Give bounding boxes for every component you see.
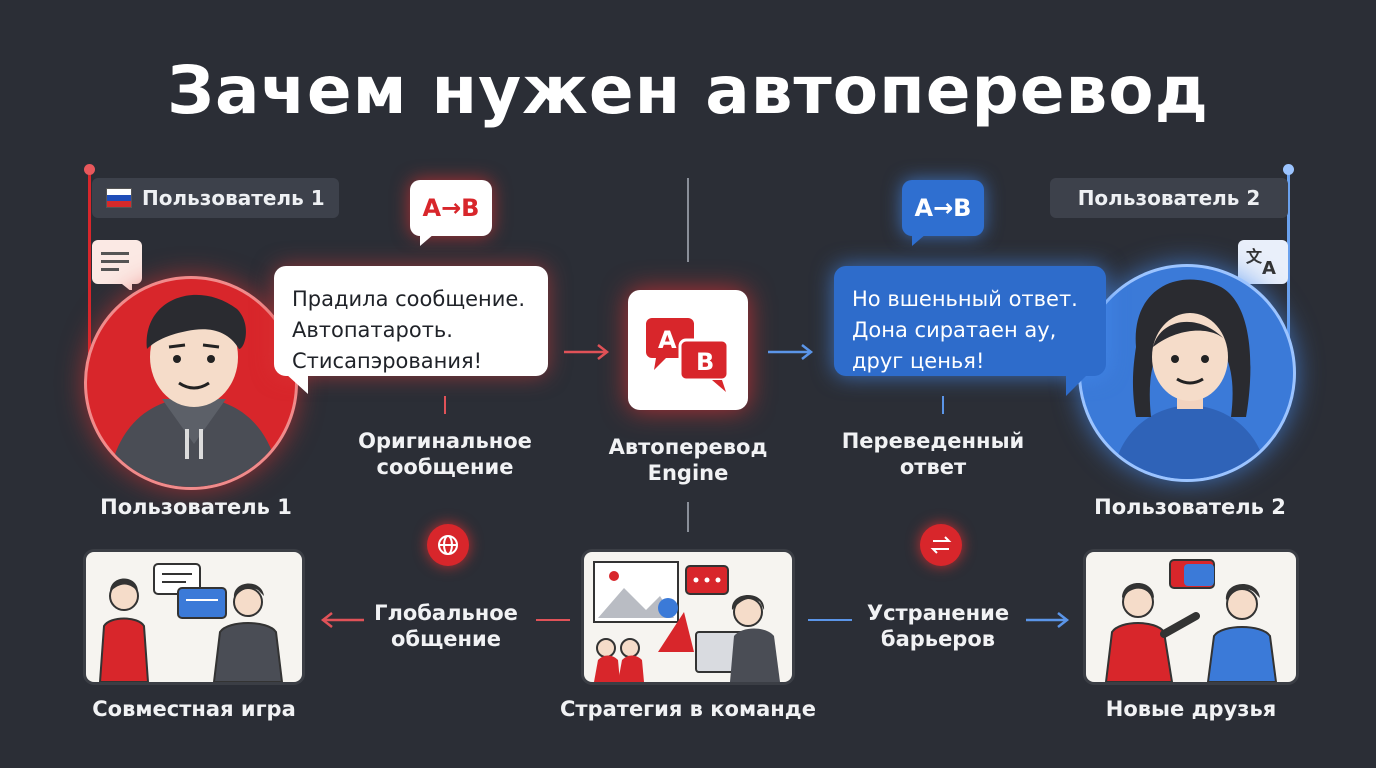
original-line-1: Прадила сообщение. xyxy=(292,287,525,311)
engine-caption-line-2: Engine xyxy=(647,461,729,485)
engine-caption-line-1: Автоперевод xyxy=(608,435,768,459)
original-caption-line-2: сообщение xyxy=(376,455,514,479)
swap-arrows-icon xyxy=(920,524,962,566)
translate-badge-left: A→B xyxy=(410,180,492,236)
right-pole-knob xyxy=(1283,164,1294,175)
arrow-from-engine xyxy=(768,344,814,360)
original-message-bubble: Прадила сообщение. Автопатароть. Стисапэ… xyxy=(274,266,548,376)
engine-translate-icon: A B xyxy=(646,318,730,392)
original-caption-line-1: Оригинальное xyxy=(358,429,532,453)
engine-icon-a: A xyxy=(658,326,677,354)
original-line-2: Автопатароть. xyxy=(292,318,453,342)
user1-caption: Пользователь 1 xyxy=(100,495,292,519)
arrow-barriers-tail xyxy=(808,619,852,621)
original-bubble-tail xyxy=(286,374,308,394)
page-title: Зачем нужен автоперевод xyxy=(167,52,1209,129)
arrow-global-left xyxy=(320,612,364,628)
remove-barriers-line-2: барьеров xyxy=(880,627,996,651)
translated-line-3: друг ценья! xyxy=(852,349,985,373)
svg-text:文: 文 xyxy=(1246,247,1263,266)
translated-tick xyxy=(942,396,944,414)
global-communication-line-1: Глобальное xyxy=(374,601,518,625)
right-pole xyxy=(1287,170,1290,370)
engine-caption: Автоперевод Engine xyxy=(590,434,786,486)
original-tick xyxy=(444,396,446,414)
translate-badge-right: A→B xyxy=(902,180,984,236)
russia-flag-icon xyxy=(106,187,132,208)
divider-top xyxy=(687,178,689,262)
new-friends-panel xyxy=(1086,552,1296,682)
translate-badge-right-tail xyxy=(912,234,926,246)
coop-game-caption: Совместная игра xyxy=(92,697,296,721)
engine-box: A B xyxy=(628,290,748,410)
arrow-to-engine xyxy=(564,344,610,360)
original-line-3: Стисапэрования! xyxy=(292,349,483,373)
global-communication-line-2: общение xyxy=(390,627,501,651)
svg-text:A: A xyxy=(1262,258,1276,279)
user2-caption: Пользователь 2 xyxy=(1094,495,1286,519)
left-pole-knob xyxy=(84,164,95,175)
engine-icon-b: B xyxy=(696,348,714,376)
translate-icon: 文 A xyxy=(1238,240,1288,284)
globe-icon xyxy=(427,524,469,566)
left-pole xyxy=(88,170,91,370)
team-strategy-caption: Стратегия в команде xyxy=(559,697,816,721)
user1-tag: Пользователь 1 xyxy=(92,178,339,218)
translate-badge-left-tail xyxy=(420,234,434,246)
team-strategy-panel xyxy=(584,552,792,682)
coop-game-panel xyxy=(86,552,302,682)
user2-tag: Пользователь 2 xyxy=(1050,178,1288,218)
user2-tag-label: Пользователь 2 xyxy=(1077,186,1261,210)
translated-line-1: Но вшеньный ответ. xyxy=(852,287,1078,311)
remove-barriers-caption: Устранение барьеров xyxy=(852,600,1024,652)
remove-barriers-line-1: Устранение xyxy=(866,601,1010,625)
global-communication-caption: Глобальное общение xyxy=(360,600,532,652)
arrow-barriers-right xyxy=(1026,612,1070,628)
user1-avatar xyxy=(84,276,298,490)
user1-tag-label: Пользователь 1 xyxy=(142,186,325,210)
divider-bottom xyxy=(687,502,689,532)
translated-caption: Переведенный ответ xyxy=(818,428,1048,480)
new-friends-caption: Новые друзья xyxy=(1105,697,1277,721)
translated-bubble-tail xyxy=(1066,374,1088,396)
user2-avatar xyxy=(1078,264,1296,482)
message-lines-icon xyxy=(92,240,142,292)
arrow-global-tail xyxy=(536,619,570,621)
original-caption: Оригинальное сообщение xyxy=(330,428,560,480)
translated-caption-line-2: ответ xyxy=(899,455,967,479)
translated-caption-line-1: Переведенный xyxy=(841,429,1025,453)
translated-message-bubble: Но вшеньный ответ. Дона сиратаен ау, дру… xyxy=(834,266,1106,376)
translated-line-2: Дона сиратаен ау, xyxy=(852,318,1057,342)
